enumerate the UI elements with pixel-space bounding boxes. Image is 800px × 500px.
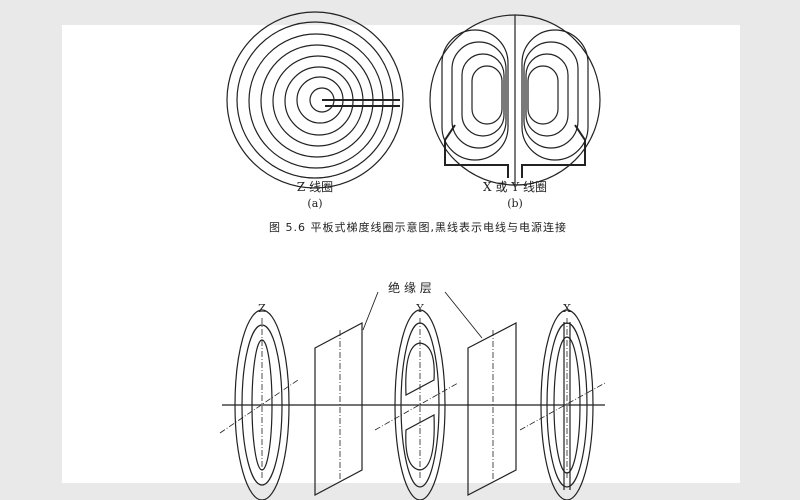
subfigure-a-label: (a)	[307, 197, 323, 210]
insulation-layer-label: 绝 缘 层	[388, 281, 432, 295]
subfigure-b-label: (b)	[507, 197, 523, 210]
z-coil-label: Z 线圈	[296, 180, 334, 194]
xy-coil-loops	[429, 14, 601, 186]
xy-coil-label: X 或 Y 线圈	[483, 180, 547, 194]
figure-caption: 图 5.6 平板式梯度线圈示意图,黑线表示电线与电源连接	[269, 221, 567, 234]
y-axis-label: Y	[416, 302, 424, 315]
z-axis-label: Z	[258, 302, 266, 315]
gradient-coil-stack	[219, 291, 606, 500]
z-coil-spiral	[226, 11, 404, 189]
x-axis-label: X	[563, 302, 571, 315]
